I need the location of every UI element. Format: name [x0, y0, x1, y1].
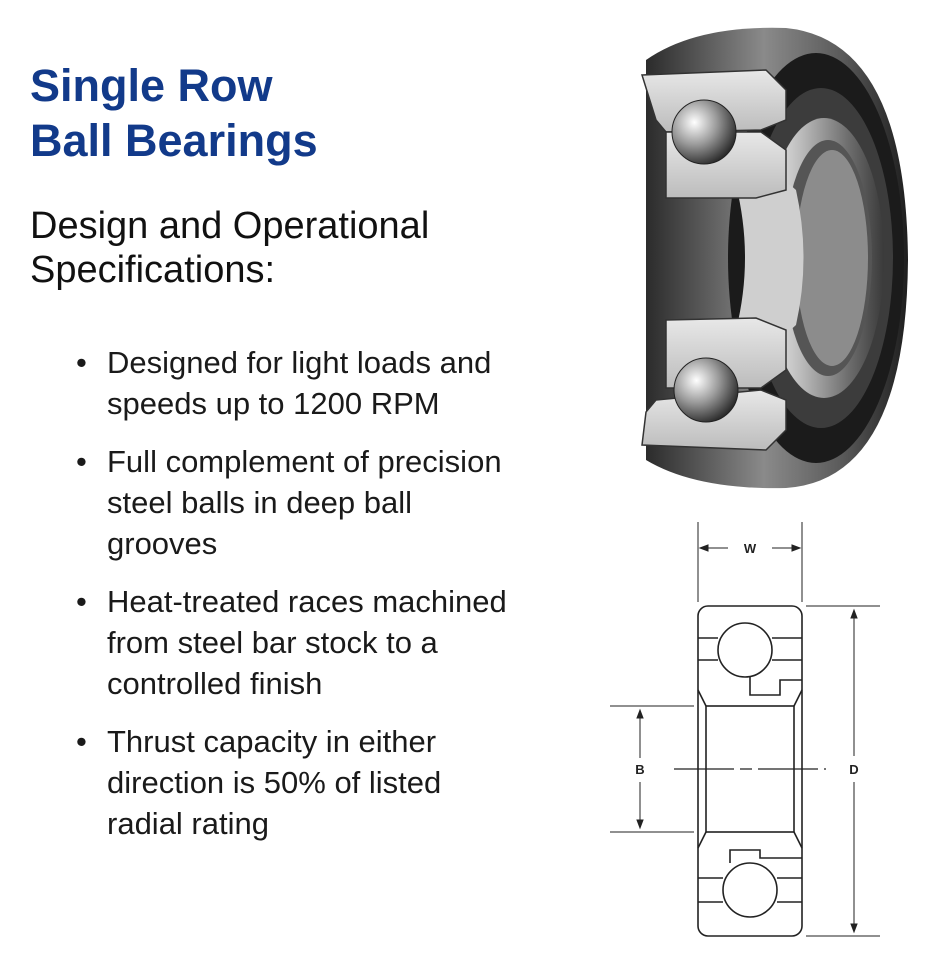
specification-item: • Heat-treated races machined from steel…: [76, 581, 516, 704]
bore-dimension-label: B: [635, 762, 644, 777]
bearing-cutaway-image: [640, 27, 908, 489]
specification-item: • Thrust capacity in either direction is…: [76, 721, 516, 844]
page-title: Single Row Ball Bearings: [30, 58, 318, 168]
specification-text: Full complement of precision steel balls…: [107, 444, 502, 561]
title-line-2: Ball Bearings: [30, 115, 318, 166]
section-heading: Design and Operational Specifications:: [30, 204, 429, 292]
section-heading-line-2: Specifications:: [30, 249, 276, 291]
specification-text: Designed for light loads and speeds up t…: [107, 345, 492, 421]
specification-item: • Full complement of precision steel bal…: [76, 441, 516, 564]
bullet-icon: •: [76, 724, 87, 759]
bullet-icon: •: [76, 345, 87, 380]
section-heading-line-1: Design and Operational: [30, 205, 430, 247]
title-line-1: Single Row: [30, 60, 273, 111]
specification-text: Heat-treated races machined from steel b…: [107, 584, 507, 701]
width-dimension-label: W: [744, 541, 757, 556]
bullet-icon: •: [76, 444, 87, 479]
bearing-dimension-drawing: W B D: [610, 522, 880, 937]
specification-text: Thrust capacity in either direction is 5…: [107, 724, 442, 841]
specification-item: • Designed for light loads and speeds up…: [76, 342, 516, 424]
bullet-icon: •: [76, 584, 87, 619]
outer-diameter-dimension-label: D: [849, 762, 858, 777]
specification-list: • Designed for light loads and speeds up…: [76, 342, 516, 861]
